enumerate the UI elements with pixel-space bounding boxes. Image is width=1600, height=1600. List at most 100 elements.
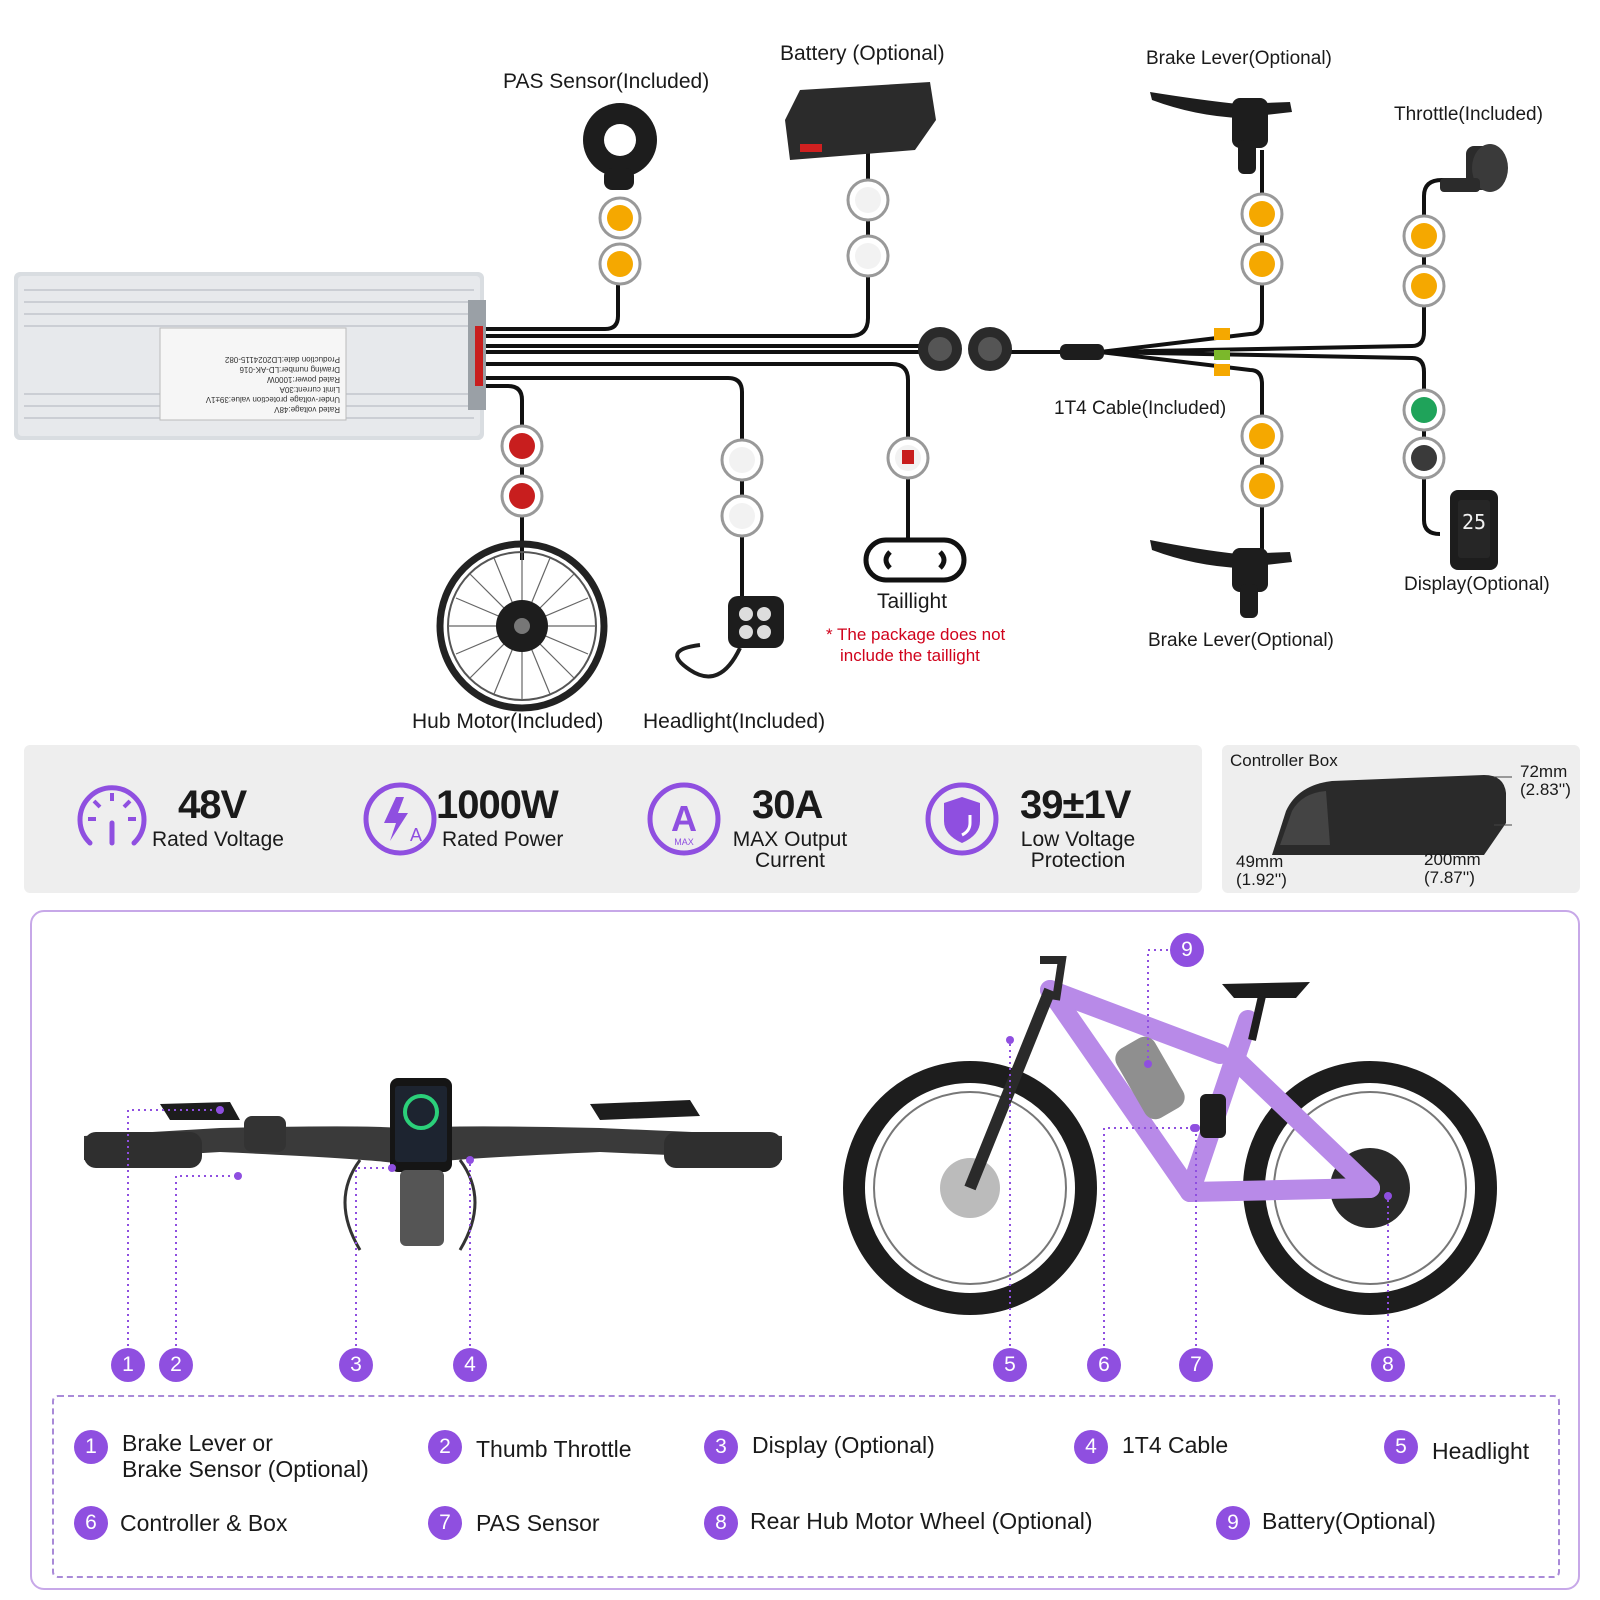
amp-icon: A MAX	[647, 782, 721, 856]
legend-number: 6	[74, 1506, 108, 1540]
spec-strip: 48V Rated Voltage A 1000W Rated Power A …	[24, 745, 1202, 893]
shield-icon	[925, 782, 999, 856]
marker-5: 5	[993, 1348, 1027, 1382]
cable-1t4-label: 1T4 Cable(Included)	[1054, 398, 1227, 419]
legend-number: 5	[1384, 1430, 1418, 1464]
spec-label: Low Voltage Protection	[1018, 829, 1138, 871]
dimension-inch: (2.83'')	[1520, 780, 1571, 799]
headlight-connector	[720, 438, 764, 482]
display-label: Display(Optional)	[1404, 574, 1550, 595]
legend-number: 7	[428, 1506, 462, 1540]
dimension-inch: (1.92'')	[1236, 870, 1287, 889]
display-icon	[1450, 490, 1498, 570]
legend-item-pas-sensor: PAS Sensor	[476, 1510, 600, 1536]
legend-text: Brake Sensor (Optional)	[122, 1456, 369, 1482]
legend-item-controller-box: Controller & Box	[120, 1510, 288, 1536]
hub-motor-connector	[500, 474, 544, 518]
display-connector	[1402, 436, 1446, 480]
hub-motor-cable	[480, 384, 524, 560]
legend-item-thumb-throttle: Thumb Throttle	[476, 1436, 632, 1462]
controller-box-height: 72mm (2.83'')	[1520, 763, 1571, 799]
display-connector	[1402, 388, 1446, 432]
headlight-label: Headlight(Included)	[643, 710, 826, 733]
battery-icon	[785, 82, 936, 160]
legend-item-battery: Battery(Optional)	[1262, 1508, 1436, 1534]
legend-item-rear-hub-motor: Rear Hub Motor Wheel (Optional)	[750, 1508, 1093, 1534]
dimension-inch: (7.87'')	[1424, 868, 1475, 887]
spec-value: 30A	[752, 783, 823, 827]
connector-set	[500, 178, 1446, 538]
legend-text: Brake Lever or	[122, 1430, 273, 1456]
power-bolt-icon: A	[363, 782, 437, 856]
brake-top-connector	[1240, 242, 1284, 286]
throttle-connector	[1402, 214, 1446, 258]
pas-connector	[598, 242, 642, 286]
brake-lever-top-icon	[1150, 92, 1292, 174]
handlebar-icon	[84, 1078, 782, 1251]
brake-top-cable	[1099, 150, 1264, 354]
battery-cable	[480, 140, 870, 338]
throttle-cable	[1099, 178, 1460, 354]
pas-connector	[598, 196, 642, 240]
battery-label: Battery (Optional)	[780, 42, 945, 65]
spec-label: Rated Voltage	[152, 828, 284, 851]
marker-2: 2	[159, 1348, 193, 1382]
legend-number: 9	[1216, 1506, 1250, 1540]
controller	[14, 272, 486, 440]
marker-8: 8	[1371, 1348, 1405, 1382]
dimension-value: 49mm	[1236, 852, 1284, 871]
ebike-icon	[843, 956, 1497, 1315]
throttle-connector	[1402, 264, 1446, 308]
spec-label: MAX Output Current	[730, 829, 850, 871]
spec-label-line: MAX Output	[732, 828, 848, 851]
legend-number: 4	[1074, 1430, 1108, 1464]
marker-1: 1	[111, 1348, 145, 1382]
taillight-note-line: * The package does not	[826, 625, 1006, 644]
spec-label-line: Low Voltage	[1020, 828, 1136, 851]
cable-1t4-hub	[918, 327, 1230, 376]
display-cable	[1099, 350, 1441, 536]
spec-value: 48V	[178, 783, 247, 827]
marker-9: 9	[1170, 933, 1204, 967]
controller-box-card: Controller Box 72mm (2.83'') 49mm (1.92'…	[1222, 745, 1580, 893]
dimension-value: 200mm	[1424, 850, 1481, 869]
spec-low-voltage-protection: 39±1V Low Voltage Protection	[922, 745, 1162, 893]
spec-label-line: Protection	[1030, 849, 1126, 872]
taillight-connector	[886, 436, 930, 480]
legend-number: 1	[74, 1430, 108, 1464]
spec-max-output-current: A MAX 30A MAX Output Current	[644, 745, 874, 893]
legend-item-brake-lever: Brake Lever or Brake Sensor (Optional)	[122, 1430, 369, 1482]
marker-6: 6	[1087, 1348, 1121, 1382]
legend-number: 2	[428, 1430, 462, 1464]
legend-item-1t4-cable: 1T4 Cable	[1122, 1432, 1229, 1458]
marker-4: 4	[453, 1348, 487, 1382]
marker-3: 3	[339, 1348, 373, 1382]
installation-panel	[30, 910, 1580, 1590]
brake-top-connector	[1240, 192, 1284, 236]
pas-sensor-label: PAS Sensor(Included)	[503, 70, 710, 93]
spec-label: Rated Power	[442, 828, 564, 851]
spec-rated-voltage: 48V Rated Voltage	[72, 745, 302, 893]
taillight-note-line: include the taillight	[840, 646, 980, 665]
amp-icon-letter: A	[671, 798, 697, 839]
marker-7: 7	[1179, 1348, 1213, 1382]
spec-rated-power: A 1000W Rated Power	[360, 745, 590, 893]
display-reading: 25	[1461, 510, 1487, 534]
legend-number: 3	[704, 1430, 738, 1464]
pas-sensor-icon	[583, 103, 657, 190]
headlight-cable	[480, 376, 744, 600]
brake-bottom-connector	[1240, 414, 1284, 458]
legend	[52, 1395, 1560, 1578]
controller-box-title: Controller Box	[1230, 751, 1338, 770]
brake-lever-bottom-icon	[1150, 540, 1292, 618]
taillight-label: Taillight	[877, 590, 948, 613]
dimension-value: 72mm	[1520, 762, 1568, 781]
spec-value: 1000W	[436, 783, 559, 827]
controller-box-depth: 49mm (1.92'')	[1236, 853, 1287, 889]
throttle-label: Throttle(Included)	[1394, 104, 1543, 125]
headlight-connector	[720, 494, 764, 538]
wiring-diagram	[14, 82, 1508, 712]
taillight-cable	[480, 362, 910, 540]
pas-cable	[480, 283, 620, 331]
brake-lever-bottom-label: Brake Lever(Optional)	[1148, 630, 1334, 651]
